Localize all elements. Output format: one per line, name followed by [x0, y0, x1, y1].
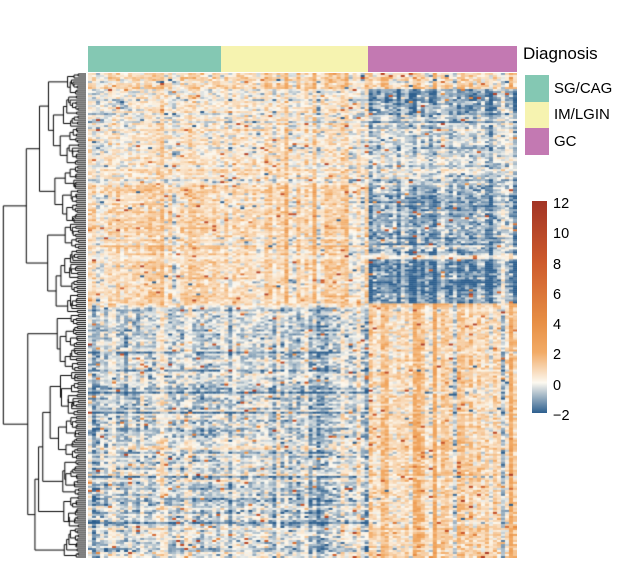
row-dendrogram [2, 73, 86, 558]
colorbar-tick: 12 [553, 196, 570, 212]
colorbar-tick: 6 [553, 286, 562, 303]
annotation-segment-gc [368, 46, 517, 72]
colorbar-gradient [532, 201, 547, 413]
annotation-segment-sgcag [88, 46, 221, 72]
colorbar-tick: 2 [553, 347, 562, 364]
annotation-segment-imlgin [221, 46, 368, 72]
colorbar-tick: −2 [553, 408, 570, 424]
legend-item-imlgin: IM/LGIN [525, 101, 612, 129]
legend-item-gc: GC [525, 128, 612, 155]
legend-label: GC [554, 132, 577, 150]
legend-label: IM/LGIN [554, 106, 610, 124]
diagnosis-annotation-bar [88, 46, 517, 72]
legend-swatch-sgcag [525, 75, 549, 102]
legend-swatch-imlgin [525, 101, 549, 129]
colorbar-tick: 8 [553, 256, 562, 273]
colorbar-tick: 0 [553, 377, 562, 394]
legend-label: SG/CAG [554, 79, 613, 97]
legend-title: Diagnosis [523, 44, 598, 63]
legend-item-sgcag: SG/CAG [525, 75, 612, 102]
colorbar-tick: 10 [553, 226, 570, 243]
colorbar-tick: 4 [553, 317, 562, 334]
diagnosis-legend: Diagnosis SG/CAG IM/LGIN GC [523, 44, 612, 155]
legend-swatch-gc [525, 128, 549, 155]
heatmap-canvas [88, 73, 517, 558]
